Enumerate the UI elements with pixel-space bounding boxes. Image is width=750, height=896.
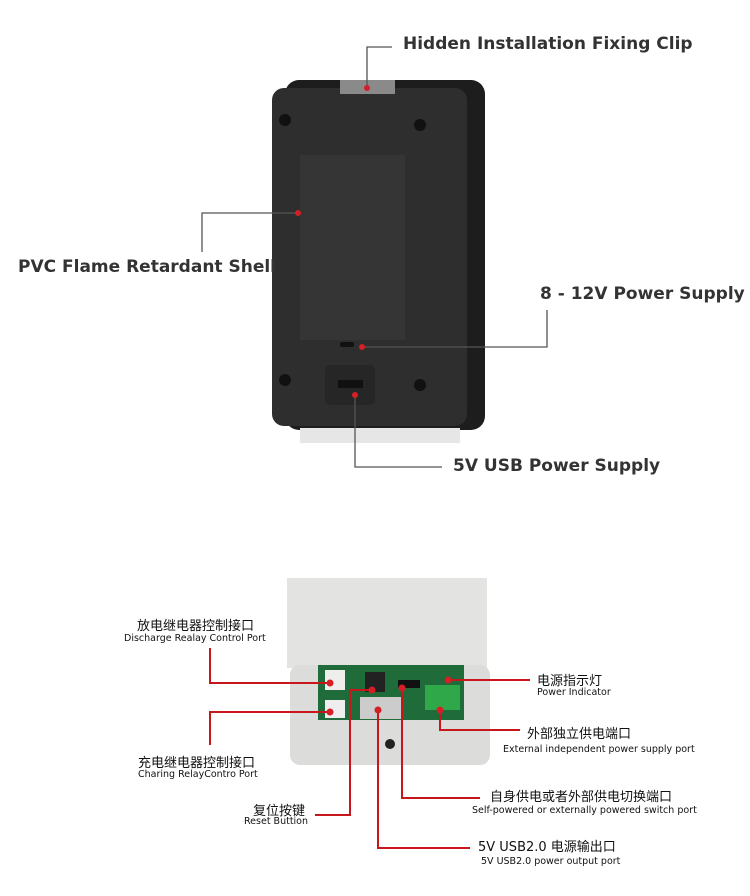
leader-charging — [209, 711, 330, 745]
label-reset-en: Reset Buttion — [244, 816, 309, 827]
leader-switch — [401, 688, 480, 799]
label-discharge-en: Discharge Realay Control Port — [124, 633, 266, 644]
leader-reset — [315, 689, 372, 816]
label-switch-en: Self-powered or externally powered switc… — [472, 805, 697, 816]
label-usb-supply: 5V USB Power Supply — [453, 456, 661, 476]
label-discharge-cn: 放电继电器控制接口 — [137, 619, 255, 634]
leader-usbout — [377, 710, 470, 849]
label-fixing-clip: Hidden Installation Fixing Clip — [403, 34, 693, 54]
leader-power — [362, 310, 548, 348]
leader-external — [439, 710, 520, 731]
device-back-view — [272, 80, 485, 443]
label-external-cn: 外部独立供电端口 — [527, 727, 632, 742]
label-power-supply: 8 - 12V Power Supply — [540, 284, 745, 304]
leader-clip — [366, 46, 392, 88]
label-indicator-en: Power Indicator — [537, 687, 611, 698]
device-pcb-view — [287, 578, 490, 765]
label-switch-cn: 自身供电或者外部供电切换端口 — [490, 790, 673, 805]
leader-shell — [201, 212, 298, 252]
label-usbout-en: 5V USB2.0 power output port — [481, 856, 621, 867]
label-indicator-cn: 电源指示灯 — [537, 674, 603, 689]
leader-usb — [354, 395, 442, 468]
label-charging-en: Charing RelayContro Port — [138, 769, 258, 780]
label-external-en: External independent power supply port — [503, 744, 695, 755]
label-usbout-cn: 5V USB2.0 电源输出口 — [478, 840, 616, 855]
label-shell: PVC Flame Retardant Shell — [18, 257, 277, 277]
label-reset-cn: 复位按键 — [253, 804, 306, 819]
leader-discharge — [209, 648, 330, 684]
label-charging-cn: 充电继电器控制接口 — [138, 756, 256, 771]
